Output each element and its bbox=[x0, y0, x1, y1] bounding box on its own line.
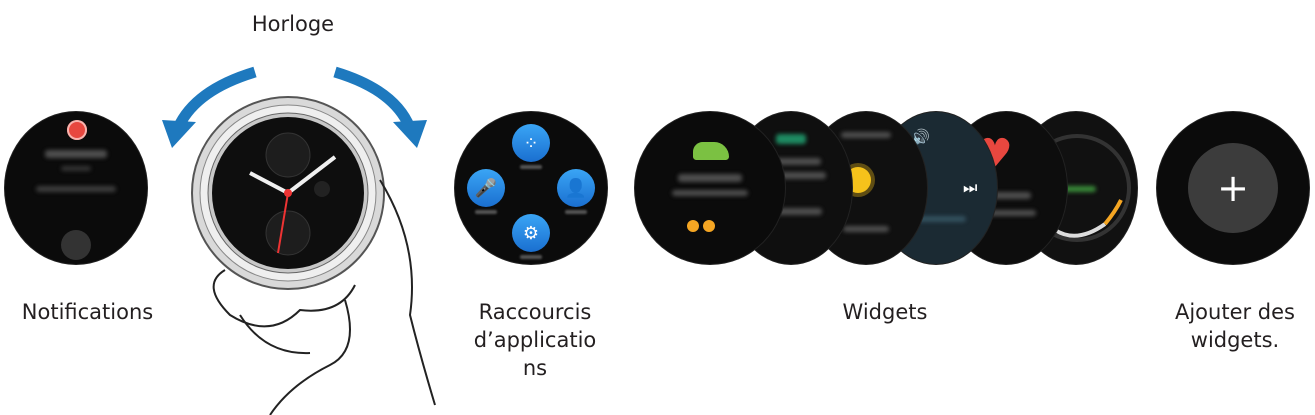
add-widget-screen: + bbox=[1157, 112, 1309, 264]
plus-icon: + bbox=[1217, 166, 1249, 210]
app-shortcuts-label: Raccourcis d’applicatio ns bbox=[470, 298, 600, 382]
add-widgets-label: Ajouter des widgets. bbox=[1160, 298, 1310, 354]
contacts-star-icon[interactable]: 👤 bbox=[557, 169, 595, 207]
widget-screen-activity bbox=[635, 112, 785, 264]
rotate-right-arrow-icon bbox=[333, 66, 427, 148]
add-widgets-label-line2: widgets. bbox=[1190, 328, 1280, 352]
notifications-label: Notifications bbox=[21, 300, 154, 324]
app-shortcuts-label-line3: ns bbox=[522, 356, 548, 380]
widgets-label: Widgets bbox=[842, 300, 928, 324]
apps-grid-icon[interactable]: ⁘ bbox=[512, 124, 550, 162]
message-icon bbox=[67, 120, 87, 140]
microphone-icon[interactable]: 🎤 bbox=[467, 169, 505, 207]
clock-label: Horloge bbox=[251, 12, 335, 36]
app-shortcuts-screen: ⁘ 🎤 👤 ⚙ bbox=[455, 112, 607, 264]
running-shoe-icon bbox=[693, 142, 729, 160]
add-widgets-label-line1: Ajouter des bbox=[1174, 300, 1295, 324]
app-shortcuts-label-line2: d’applicatio bbox=[473, 328, 597, 352]
settings-gear-icon[interactable]: ⚙ bbox=[512, 214, 550, 252]
rotate-left-arrow-icon bbox=[162, 66, 257, 148]
notifications-screen bbox=[5, 112, 147, 264]
watch-bezel-illustration bbox=[191, 96, 436, 415]
next-track-icon: ⏭ bbox=[963, 178, 978, 197]
app-shortcuts-label-line1: Raccourcis bbox=[478, 300, 592, 324]
add-widget-button[interactable]: + bbox=[1188, 143, 1278, 233]
